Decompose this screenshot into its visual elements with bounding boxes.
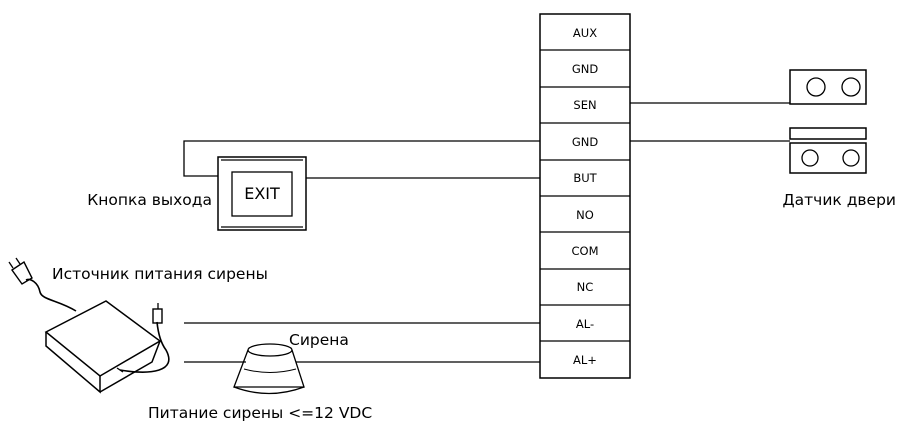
terminal-label-al-minus: AL- [576,317,594,331]
terminal-label-no: NO [576,208,594,222]
exit-button-device [217,156,307,231]
terminal-label-com: COM [571,244,598,258]
terminal-label-aux: AUX [573,26,597,40]
terminal-labels: AUX GND SEN GND BUT NO COM NC AL- AL+ [571,26,598,367]
terminal-label-but: BUT [573,171,597,185]
terminal-label-al-plus: AL+ [573,353,597,367]
siren-power-spec-label: Питание сирены <=12 VDC [148,404,372,422]
terminal-label-nc: NC [577,280,594,294]
siren-power-source-label: Источник питания сирены [52,265,268,283]
terminal-label-sen: SEN [573,98,596,112]
wire-gnd-to-exit [183,140,540,177]
exit-button-text: EXIT [244,184,280,203]
siren-label: Сирена [289,331,349,349]
terminal-block [539,13,631,379]
exit-button-label: Кнопка выхода [87,191,212,209]
terminal-label-gnd-1: GND [572,62,599,76]
door-sensor-device [789,69,867,174]
terminal-label-gnd-2: GND [572,135,599,149]
siren-device [233,343,305,395]
door-sensor-label: Датчик двери [783,191,896,209]
power-supply-device [8,257,170,394]
